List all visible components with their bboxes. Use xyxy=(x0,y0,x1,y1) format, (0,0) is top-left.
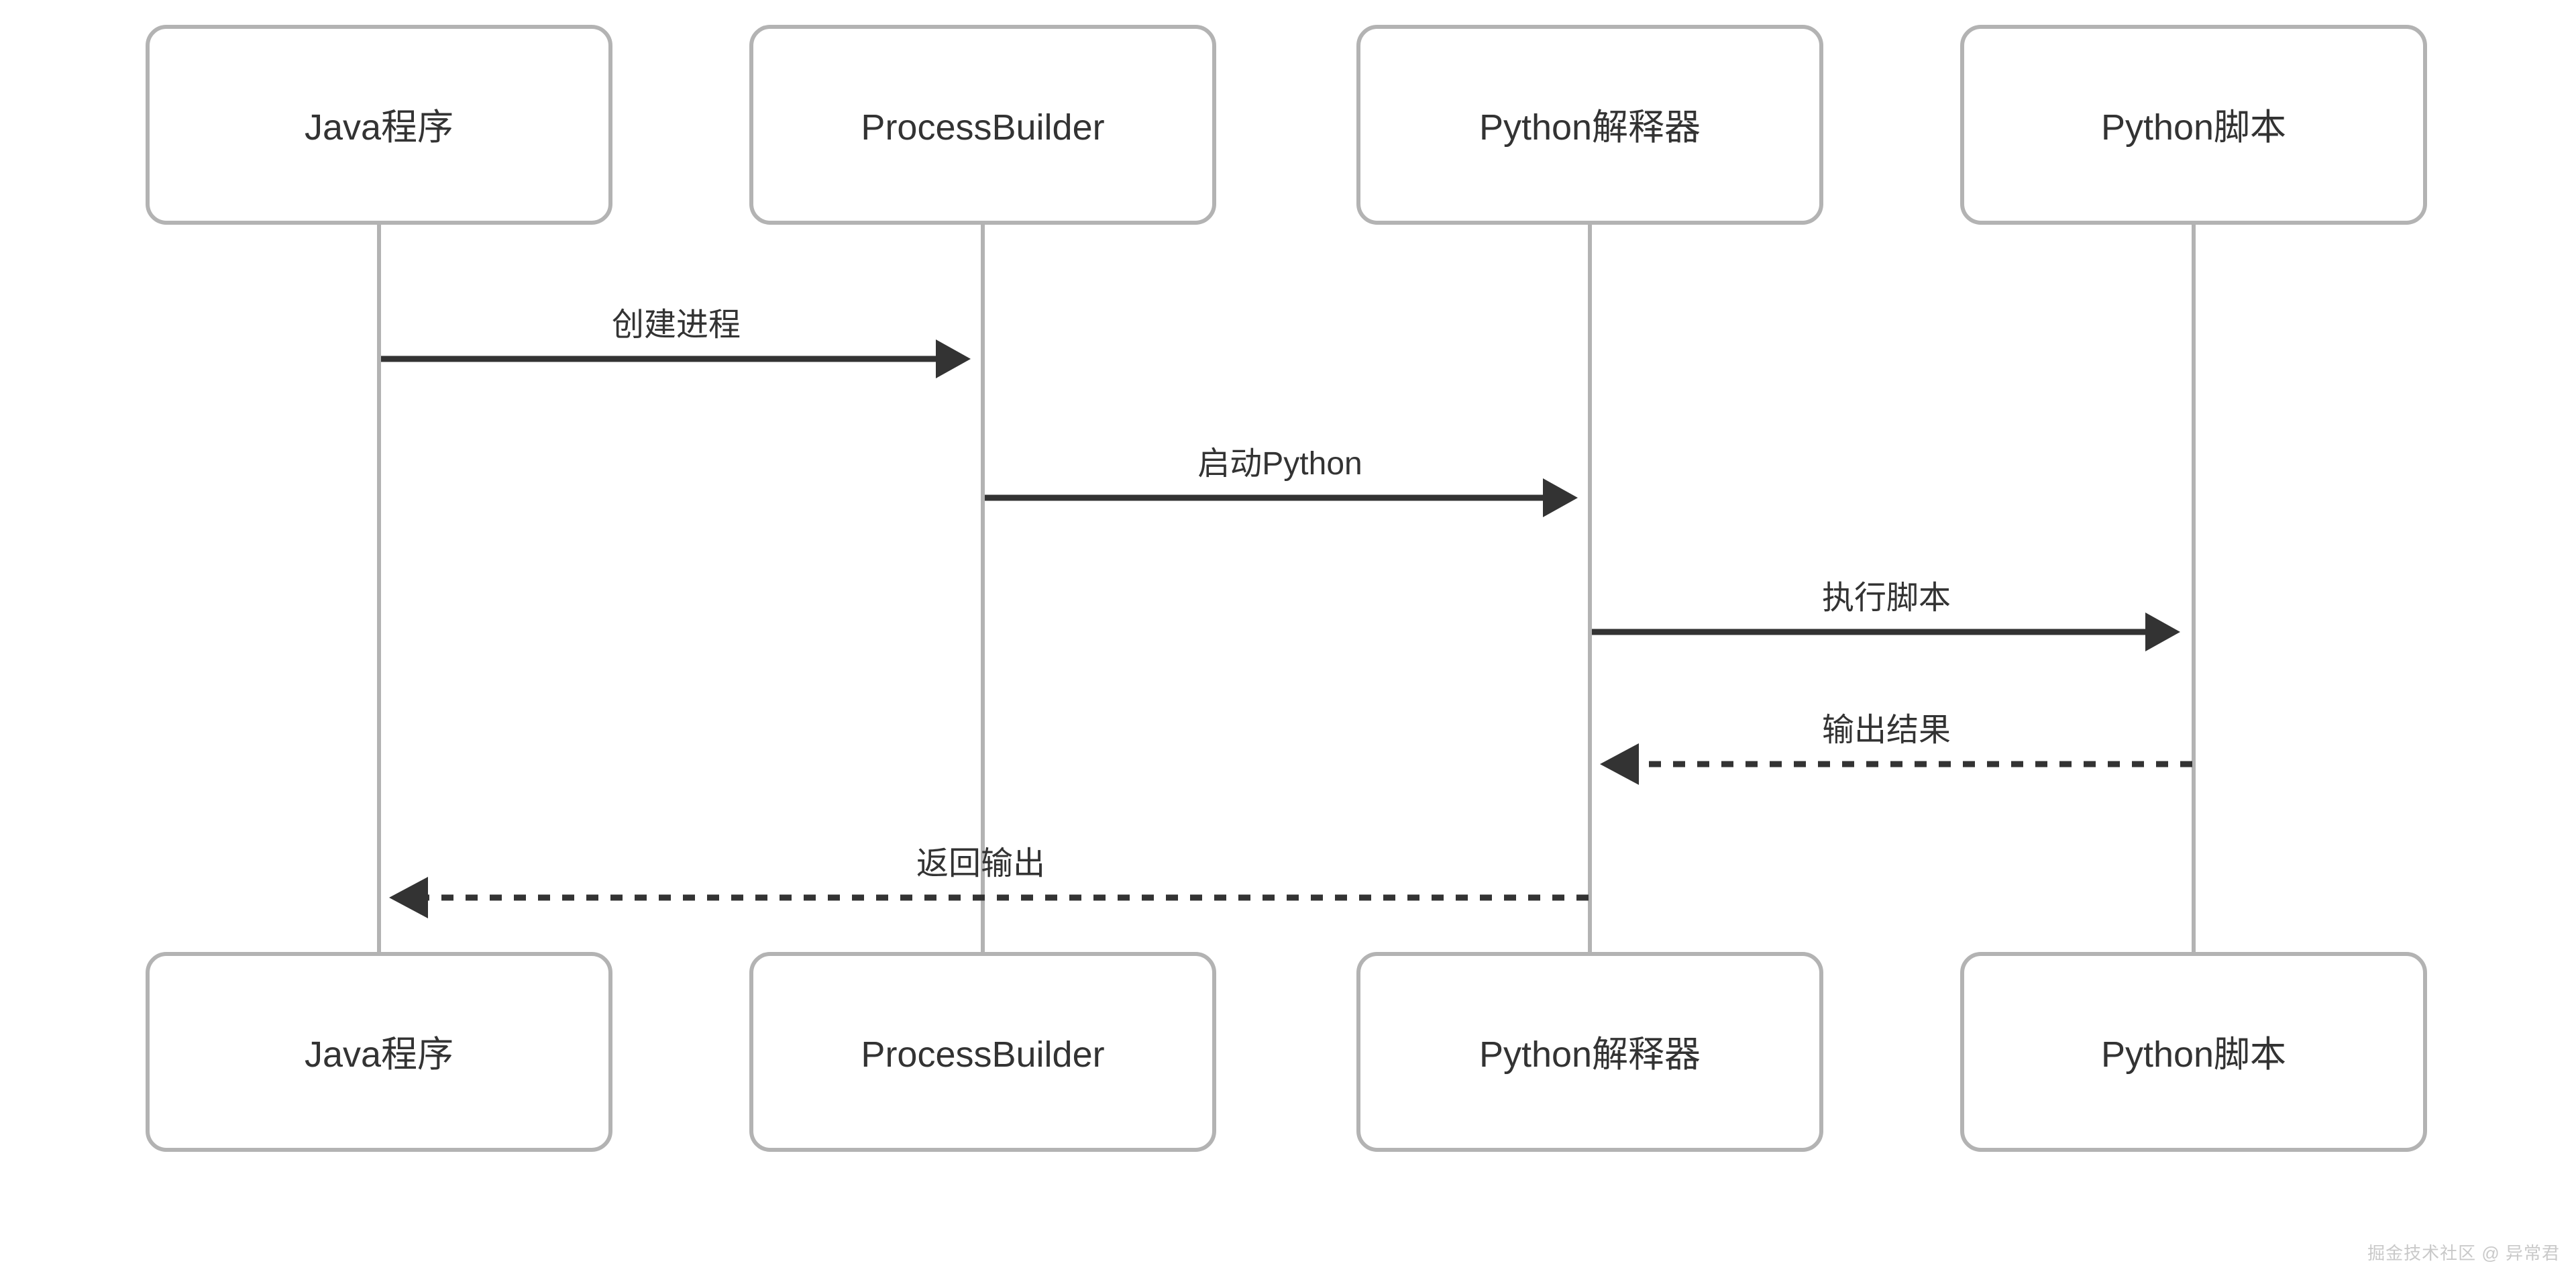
message-return-output[interactable]: 返回输出 xyxy=(389,846,1589,918)
message-create-process[interactable]: 创建进程 xyxy=(381,307,971,378)
message-start-python[interactable]: 启动Python xyxy=(985,446,1578,517)
participant-box[interactable] xyxy=(1356,952,1823,1152)
participant-bottom-python-script[interactable]: Python脚本 xyxy=(1960,952,2427,1152)
participant-label: Python脚本 xyxy=(2101,107,2286,148)
arrowhead-left-icon xyxy=(389,877,428,918)
participant-bottom-python-interpreter[interactable]: Python解释器 xyxy=(1356,952,1823,1152)
participant-label: Java程序 xyxy=(305,1034,453,1075)
message-execute-script[interactable]: 执行脚本 xyxy=(1592,580,2180,651)
participant-box[interactable] xyxy=(146,952,612,1152)
message-label: 输出结果 xyxy=(1822,712,1951,748)
participant-label: Python解释器 xyxy=(1479,1034,1701,1075)
participant-top-processbuilder[interactable]: ProcessBuilder xyxy=(749,25,1216,225)
participant-box[interactable] xyxy=(1960,25,2427,225)
watermark: 掘金技术社区 @ 异常君 xyxy=(2367,1243,2560,1263)
participant-label: ProcessBuilder xyxy=(861,107,1104,148)
message-label: 创建进程 xyxy=(612,307,741,343)
arrowhead-right-icon xyxy=(1543,478,1578,517)
message-output-result[interactable]: 输出结果 xyxy=(1600,712,2192,785)
participant-bottom-processbuilder[interactable]: ProcessBuilder xyxy=(749,952,1216,1152)
participant-top-python-interpreter[interactable]: Python解释器 xyxy=(1356,25,1823,225)
arrowhead-right-icon xyxy=(936,339,971,378)
participant-label: ProcessBuilder xyxy=(861,1034,1104,1075)
participant-box[interactable] xyxy=(749,25,1216,225)
message-label: 返回输出 xyxy=(916,846,1045,882)
participants-bottom-group: Java程序 ProcessBuilder Python解释器 Python脚本 xyxy=(146,952,2427,1152)
participant-label: Java程序 xyxy=(305,107,453,148)
arrowhead-left-icon xyxy=(1600,743,1639,785)
participant-box[interactable] xyxy=(146,25,612,225)
participant-top-java[interactable]: Java程序 xyxy=(146,25,612,225)
participant-bottom-java[interactable]: Java程序 xyxy=(146,952,612,1152)
participant-box[interactable] xyxy=(1356,25,1823,225)
lifelines-group xyxy=(377,223,2196,954)
participant-box[interactable] xyxy=(749,952,1216,1152)
message-label: 启动Python xyxy=(1197,446,1362,482)
participants-top-group: Java程序 ProcessBuilder Python解释器 Python脚本 xyxy=(146,25,2427,225)
message-label: 执行脚本 xyxy=(1822,580,1951,616)
participant-label: Python解释器 xyxy=(1479,107,1701,148)
participant-top-python-script[interactable]: Python脚本 xyxy=(1960,25,2427,225)
participant-label: Python脚本 xyxy=(2101,1034,2286,1075)
participant-box[interactable] xyxy=(1960,952,2427,1152)
arrowhead-right-icon xyxy=(2145,612,2180,651)
